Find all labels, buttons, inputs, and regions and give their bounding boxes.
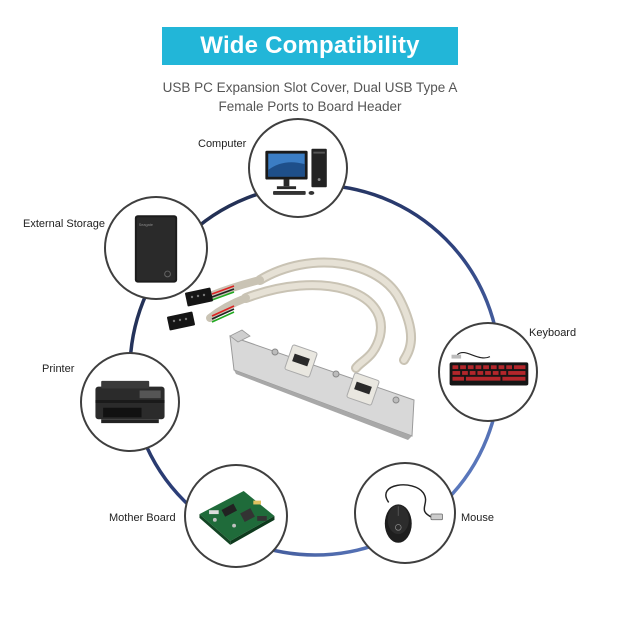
external-storage-bubble: Seagate [104, 196, 208, 300]
subtitle-line-2: Female Ports to Board Header [218, 99, 402, 114]
usb-bracket-cable-icon [167, 257, 417, 440]
usb-mouse-icon [384, 484, 443, 543]
mouse-label: Mouse [461, 512, 495, 524]
external-storage-label: External Storage [23, 218, 105, 230]
page-subtitle: USB PC Expansion Slot Cover, Dual USB Ty… [150, 78, 470, 116]
mother-board-label: Mother Board [109, 512, 176, 524]
mother-board-bubble [184, 464, 288, 568]
computer-bubble [248, 118, 348, 218]
svg-text:Seagate: Seagate [139, 223, 153, 227]
subtitle-line-1: USB PC Expansion Slot Cover, Dual USB Ty… [162, 80, 458, 95]
mouse-bubble [354, 462, 456, 564]
printer-label: Printer [42, 363, 75, 375]
desktop-computer-icon [265, 148, 327, 195]
printer-bubble [80, 352, 180, 452]
keyboard-label: Keyboard [529, 327, 577, 339]
page-title: Wide Compatibility [200, 32, 420, 59]
external-hard-drive-icon: Seagate [134, 215, 178, 283]
computer-label: Computer [198, 138, 247, 150]
motherboard-icon [199, 491, 275, 545]
page-title-banner: Wide Compatibility [162, 27, 458, 65]
printer-icon [95, 380, 165, 424]
keyboard-bubble [438, 322, 538, 422]
gaming-keyboard-icon [449, 352, 529, 386]
